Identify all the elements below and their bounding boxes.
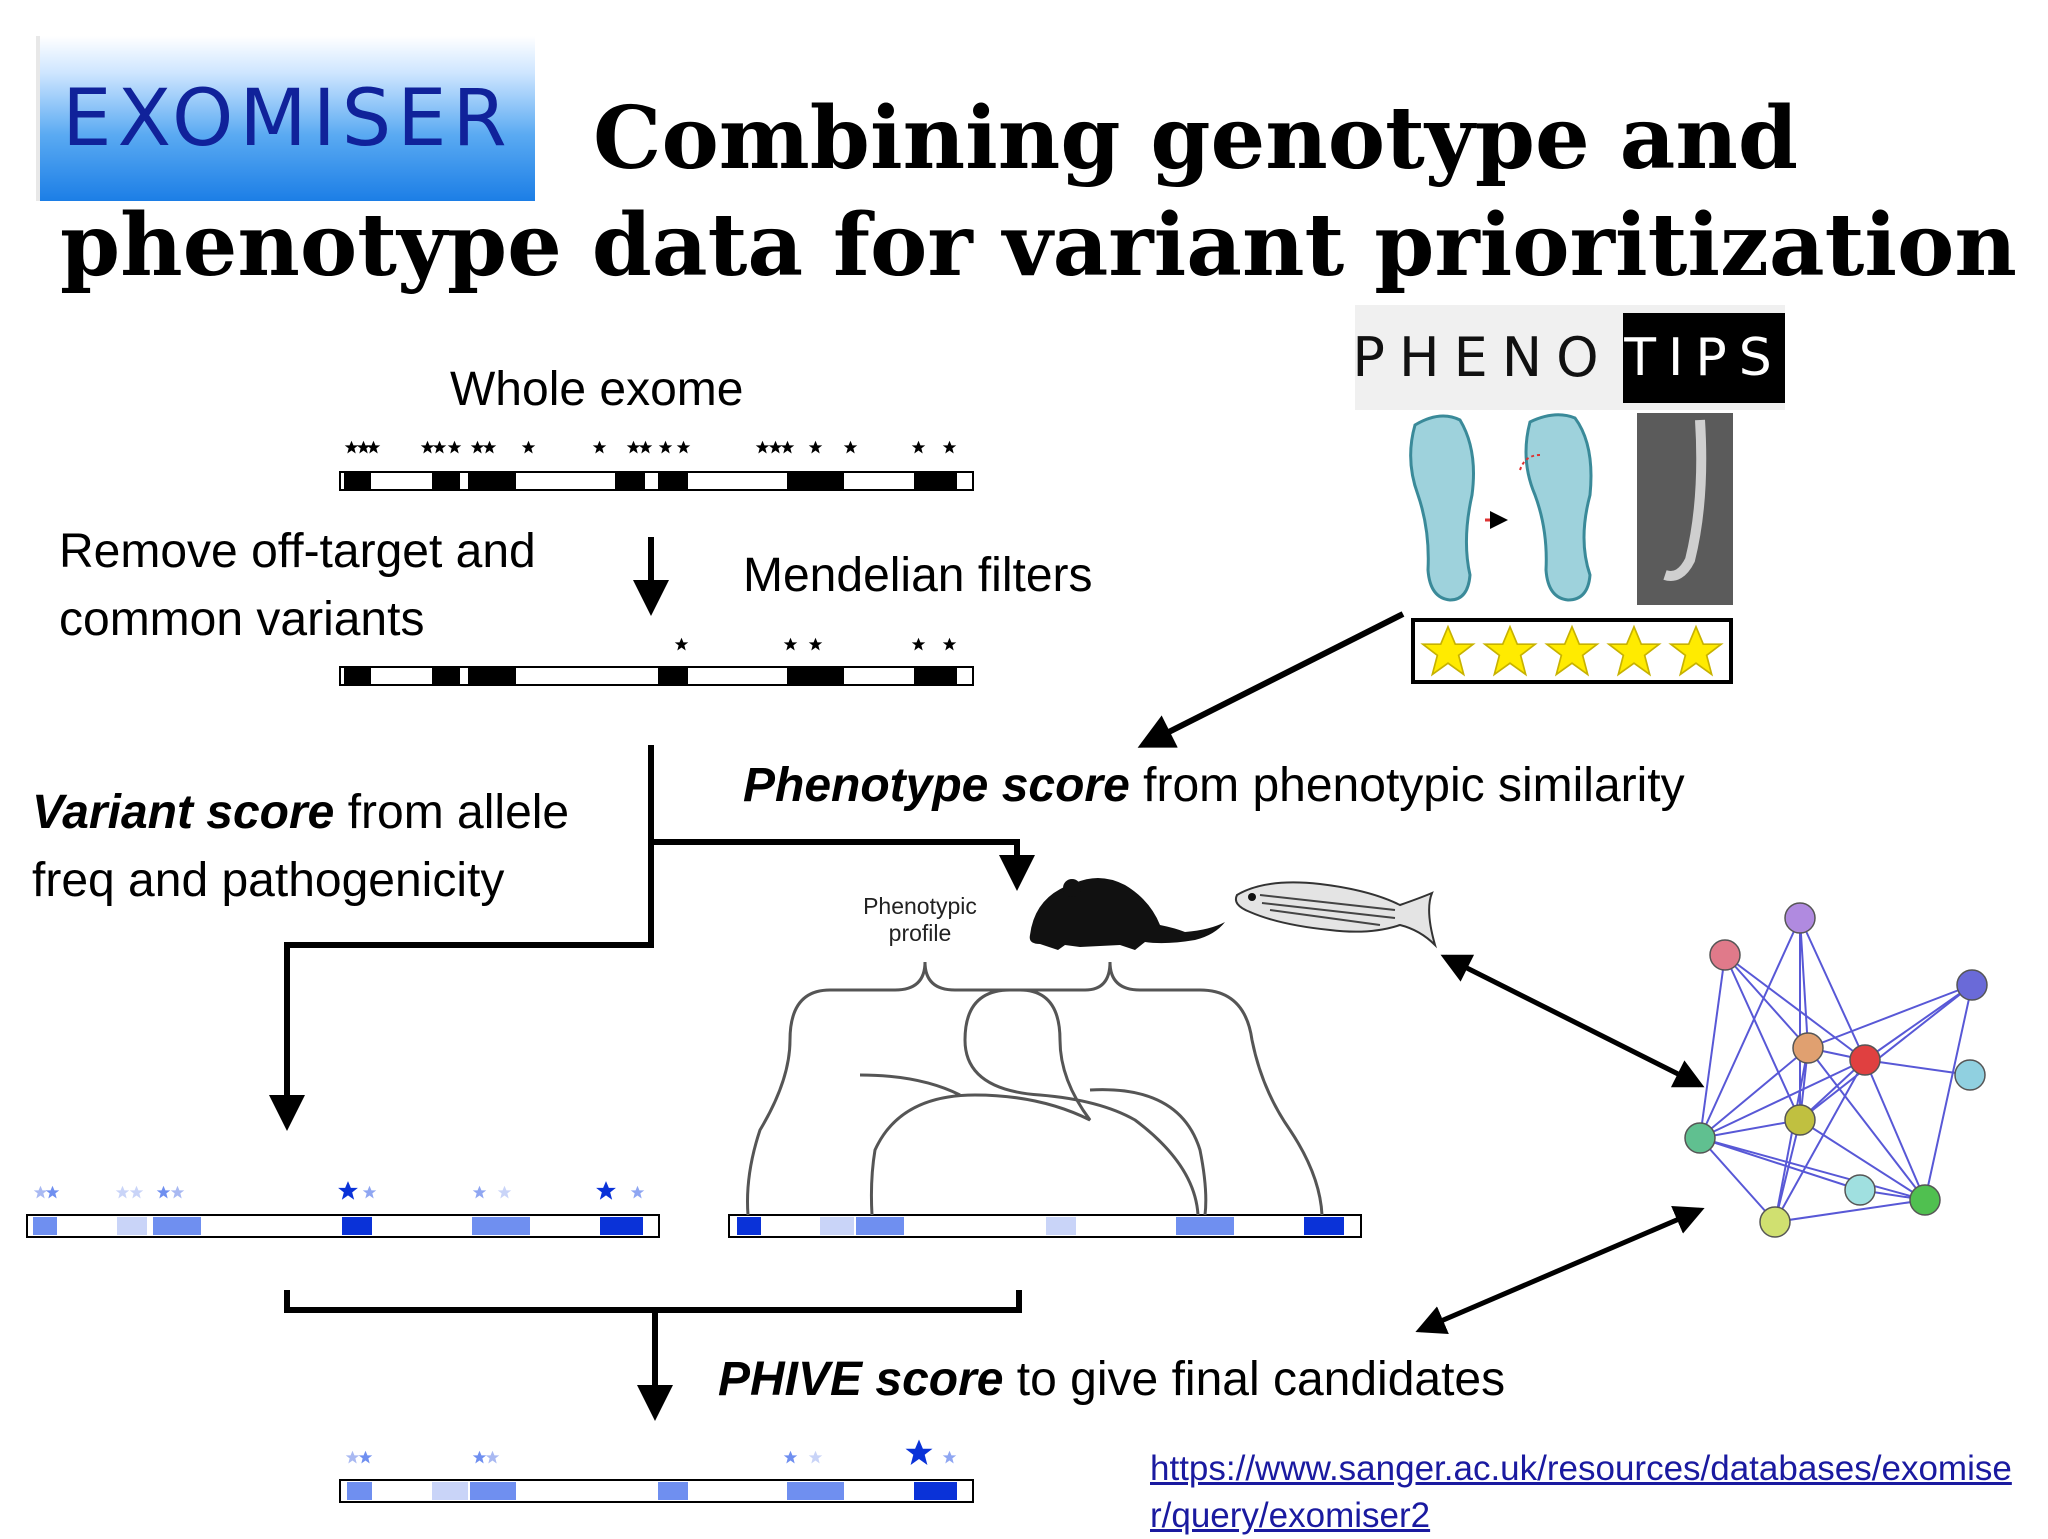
- network-edge: [1724, 954, 1866, 1061]
- phenotype-branch-arrow: [651, 839, 1035, 891]
- phenotypic-profile-line-2: profile: [888, 920, 952, 946]
- phive-stars: [345, 1439, 957, 1465]
- network-node: [1684, 1122, 1716, 1154]
- network-node: [1784, 1104, 1816, 1136]
- network-edge: [1699, 1137, 1861, 1191]
- exome-track-filtered: [339, 637, 974, 686]
- title-line-2: phenotype data for variant prioritizatio…: [60, 195, 2017, 296]
- phenotips-arrow: [1137, 611, 1405, 748]
- network-edge: [1807, 1047, 1926, 1201]
- rating-stars: [1411, 618, 1733, 684]
- network-node: [1956, 969, 1988, 1001]
- interaction-network: [1684, 902, 1988, 1238]
- foot-drawings: [1409, 413, 1593, 602]
- network-node: [1849, 1044, 1881, 1076]
- xray-image: [1637, 413, 1733, 605]
- variant-score-label-2: freq and pathogenicity: [32, 854, 505, 907]
- network-phive-arrow: [1415, 1206, 1705, 1334]
- remove-variants-label-2: common variants: [59, 593, 425, 646]
- phenotype-score-track: [728, 1214, 1362, 1238]
- network-edge: [1774, 1119, 1801, 1223]
- network-node: [1954, 1059, 1986, 1091]
- phenotips-logo-left: PHENO: [1352, 326, 1613, 389]
- network-node: [1784, 902, 1816, 934]
- variant-score-rest: from allele: [334, 786, 570, 839]
- phenotypic-profile-line-1: Phenotypic: [863, 893, 977, 919]
- network-node: [1759, 1206, 1791, 1238]
- network-edge: [1864, 984, 1973, 1061]
- variant-score-bold: Variant score: [32, 786, 335, 839]
- mouse-silhouette: [1029, 877, 1225, 950]
- network-edge: [1799, 1119, 1926, 1201]
- merge-bracket: [284, 1290, 1022, 1313]
- phive-score-label: PHIVE score to give final candidates: [718, 1352, 1505, 1407]
- network-edge: [1774, 1047, 1809, 1223]
- phenotypic-profile-label: Phenotypic profile: [835, 893, 1005, 947]
- network-edge: [1774, 1199, 1926, 1223]
- phive-score-bold: PHIVE score: [718, 1353, 1004, 1406]
- exomiser-logo: EXOMISER: [40, 36, 535, 201]
- title-line-1: Combining genotype and: [593, 88, 1799, 189]
- zebrafish-drawing: [1234, 881, 1438, 949]
- network-edge: [1699, 1137, 1776, 1223]
- flow-connectors: [269, 611, 1705, 1421]
- network-edge: [1699, 1047, 1809, 1139]
- phenotips-logo: PHENO TIPS: [1352, 305, 1785, 410]
- network-edge: [1699, 1137, 1926, 1201]
- exomiser-url-link[interactable]: https://www.sanger.ac.uk/resources/datab…: [1150, 1449, 2012, 1535]
- network-edge: [1699, 1059, 1866, 1139]
- phive-score-track: [339, 1439, 974, 1503]
- phenotype-score-bold: Phenotype score: [743, 759, 1130, 812]
- network-edge: [1864, 1059, 1971, 1076]
- network-edge: [1724, 954, 1801, 1121]
- network-edge: [1807, 984, 1973, 1049]
- remove-variants-label-1: Remove off-target and: [59, 525, 536, 578]
- variant-score-label: Variant score from allele: [32, 785, 569, 840]
- phive-score-rest: to give final candidates: [1003, 1353, 1506, 1406]
- whole-exome-label: Whole exome: [450, 363, 744, 416]
- network-node: [1792, 1032, 1824, 1064]
- network-edge: [1699, 1119, 1801, 1139]
- phenotype-score-label: Phenotype score from phenotypic similari…: [743, 758, 1685, 813]
- network-edge: [1799, 917, 1809, 1049]
- phenotips-logo-right: TIPS: [1623, 313, 1785, 403]
- network-edge: [1699, 917, 1801, 1139]
- variant-stars-all: [344, 440, 957, 454]
- variant-score-track: [26, 1181, 660, 1238]
- phenotype-score-rest: from phenotypic similarity: [1129, 759, 1685, 812]
- network-edge: [1699, 954, 1726, 1139]
- network-edge: [1864, 1059, 1926, 1201]
- phenotypic-profile-curves: [746, 961, 1324, 1216]
- logo-text: EXOMISER: [62, 73, 513, 164]
- network-node: [1844, 1174, 1876, 1206]
- variant-score-stars: [33, 1181, 645, 1200]
- fish-network-arrow: [1440, 954, 1705, 1088]
- variant-stars-filtered: [674, 637, 957, 651]
- network-node: [1709, 939, 1741, 971]
- mendelian-filters-label: Mendelian filters: [743, 549, 1093, 602]
- network-edge: [1799, 917, 1866, 1061]
- network-edge: [1924, 984, 1973, 1201]
- network-edge: [1799, 984, 1973, 1121]
- exome-track-whole: [339, 440, 974, 491]
- network-edge: [1774, 1059, 1866, 1223]
- network-edge: [1724, 954, 1809, 1049]
- network-node: [1909, 1184, 1941, 1216]
